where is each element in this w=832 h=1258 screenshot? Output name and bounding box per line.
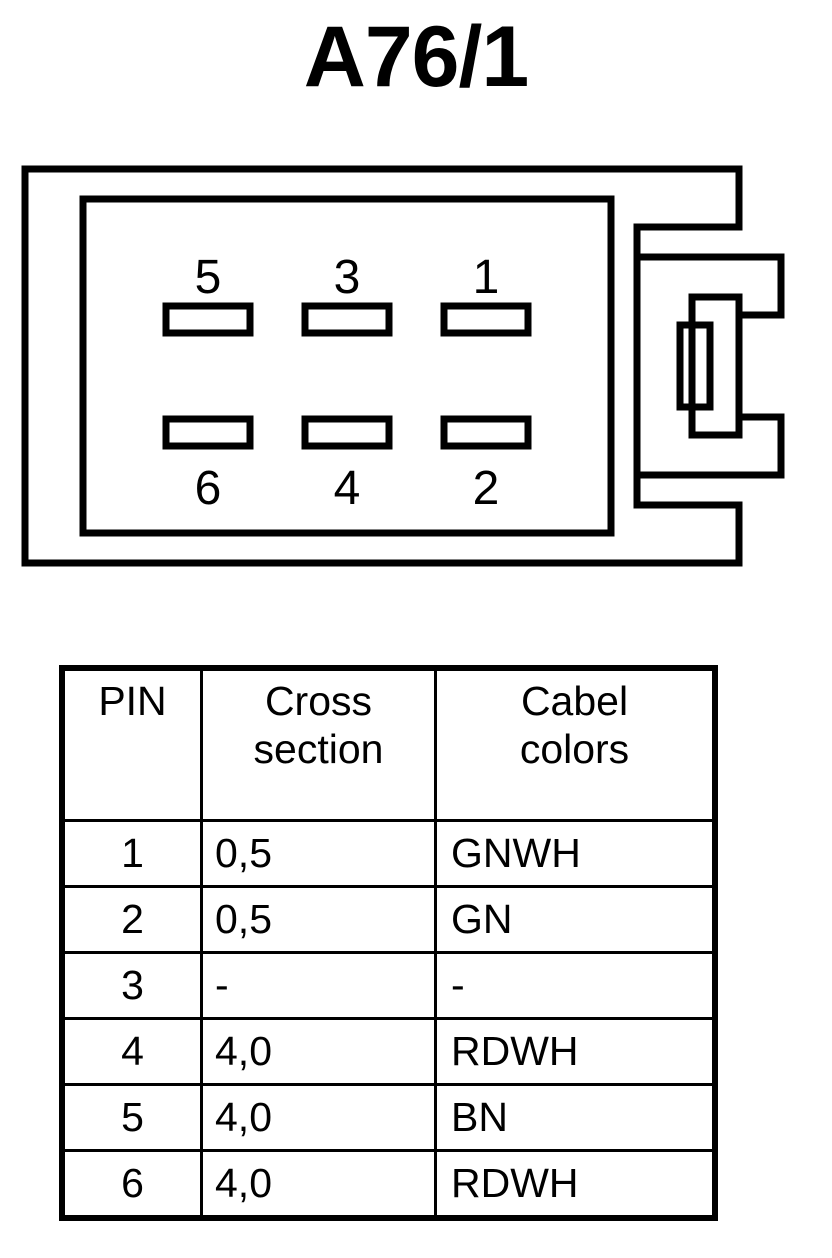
column-header-cross-section-line1: Cross: [264, 678, 373, 724]
pin-number-5: 5: [195, 251, 222, 304]
pin-slot-4[interactable]: [301, 415, 393, 450]
pin-number-2: 2: [473, 462, 500, 515]
pin-number-4: 4: [334, 462, 361, 515]
pin-number-3: 3: [334, 251, 361, 304]
cell-pin: 2: [62, 885, 203, 954]
table-body: 1 0,5 GNWH 2 0,5 GN 3 - - 4 4,0 RDWH 5 4…: [62, 819, 715, 1218]
column-header-pin: PIN: [62, 668, 203, 822]
cell-cross-section: 4,0: [200, 1083, 437, 1152]
cell-pin: 6: [62, 1149, 203, 1218]
table-row: 4 4,0 RDWH: [62, 1017, 715, 1086]
column-header-cross-section: Cross section: [200, 668, 437, 822]
table-row: 2 0,5 GN: [62, 885, 715, 954]
connector-svg: 5 3 1 6 4 2: [21, 165, 785, 567]
connector-outer-housing: [21, 165, 743, 567]
cell-cable-colors: -: [434, 951, 715, 1020]
cell-pin: 5: [62, 1083, 203, 1152]
pin-number-1: 1: [473, 251, 500, 304]
cell-cross-section: -: [200, 951, 437, 1020]
pin-number-6: 6: [195, 462, 222, 515]
table-row: 3 - -: [62, 951, 715, 1020]
cell-pin: 1: [62, 819, 203, 888]
pin-slot-5[interactable]: [162, 302, 254, 337]
cell-pin: 4: [62, 1017, 203, 1086]
column-header-cross-section-line2: section: [253, 726, 384, 773]
page-title: A76/1: [303, 9, 530, 105]
cell-cable-colors: BN: [434, 1083, 715, 1152]
column-header-cable-colors-line1: Cabel: [520, 678, 629, 724]
connector-diagram: 5 3 1 6 4 2: [0, 150, 832, 610]
cell-cable-colors: RDWH: [434, 1017, 715, 1086]
pin-slot-2[interactable]: [440, 415, 532, 450]
pin-slot-1[interactable]: [440, 302, 532, 337]
cell-cable-colors: GNWH: [434, 819, 715, 888]
table-header-row: PIN Cross section Cabel colors: [62, 668, 715, 822]
column-header-cable-colors-line2: colors: [519, 726, 630, 773]
cell-pin: 3: [62, 951, 203, 1020]
pin-slot-6[interactable]: [162, 415, 254, 450]
cell-cross-section: 4,0: [200, 1149, 437, 1218]
pin-assignment-table: PIN Cross section Cabel colors 1 0,5 GNW…: [59, 665, 718, 1221]
connector-latch-tab: [688, 293, 743, 439]
table-row: 1 0,5 GNWH: [62, 819, 715, 888]
table-row: 5 4,0 BN: [62, 1083, 715, 1152]
connector-latch-tab-inner: [676, 321, 714, 411]
cell-cross-section: 0,5: [200, 885, 437, 954]
cell-cable-colors: RDWH: [434, 1149, 715, 1218]
cell-cross-section: 4,0: [200, 1017, 437, 1086]
cell-cross-section: 0,5: [200, 819, 437, 888]
column-header-cable-colors: Cabel colors: [434, 668, 715, 822]
connector-inner-cavity: [79, 195, 615, 537]
pin-slot-3[interactable]: [301, 302, 393, 337]
cell-cable-colors: GN: [434, 885, 715, 954]
table-row: 6 4,0 RDWH: [62, 1149, 715, 1218]
